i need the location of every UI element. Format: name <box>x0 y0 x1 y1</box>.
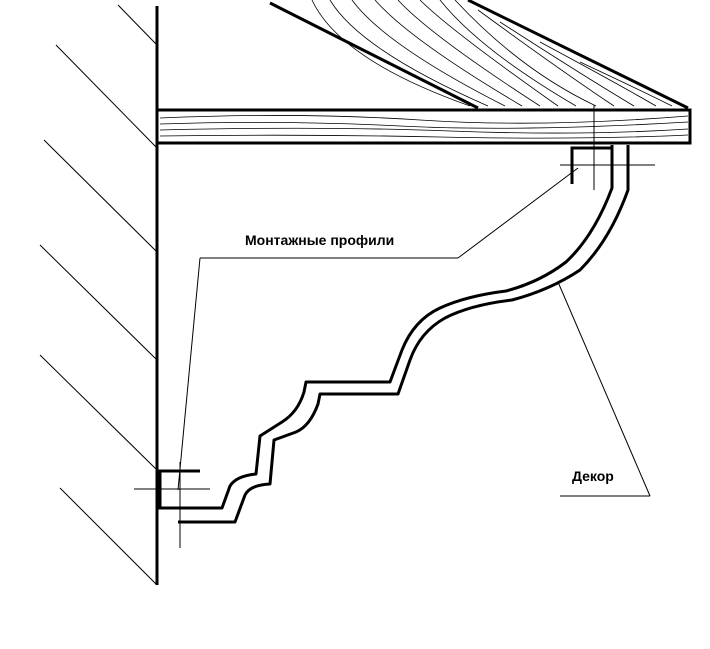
mounting-profiles-label: Монтажные профили <box>245 232 395 248</box>
decor-bracket <box>178 145 630 524</box>
decor-label: Декор <box>572 468 614 484</box>
shelf-board <box>155 108 692 145</box>
sloped-board <box>269 0 689 110</box>
wall-hatching <box>39 4 158 586</box>
profiles-leader <box>177 167 579 491</box>
bottom-mounting-profile <box>134 462 210 548</box>
top-mounting-profile <box>560 105 655 190</box>
decor-leader <box>557 281 651 497</box>
